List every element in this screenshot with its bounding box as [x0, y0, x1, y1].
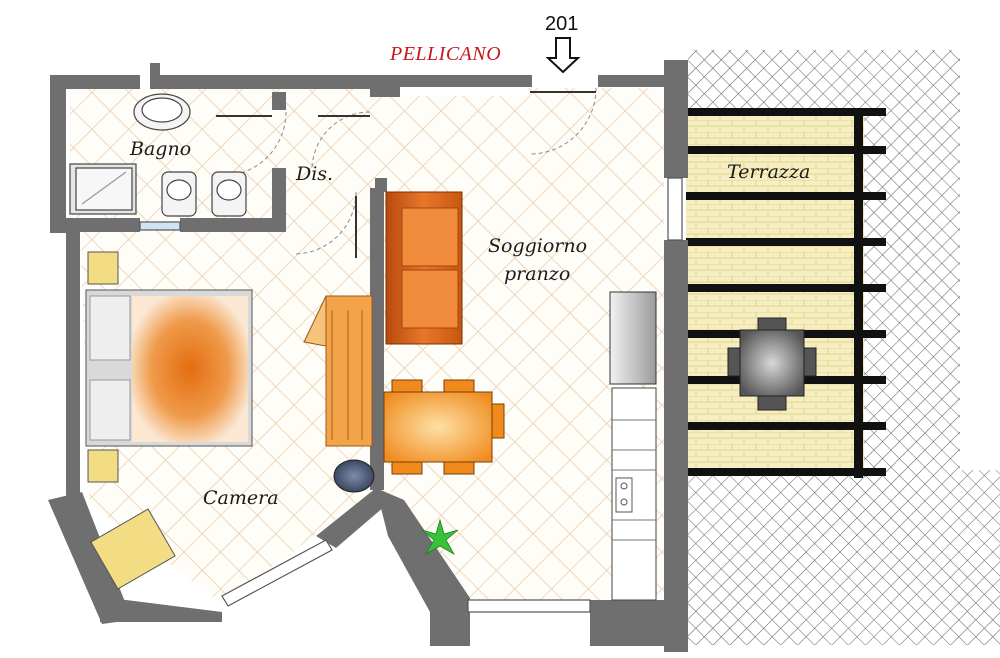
nightstand-top	[87, 251, 119, 285]
bed	[85, 289, 253, 447]
nightstand-bottom	[87, 449, 119, 483]
label-bedroom: Camera	[203, 487, 279, 509]
bathroom-fixtures	[69, 93, 247, 217]
label-terrace: Terrazza	[727, 161, 810, 183]
entrance-arrow-icon	[545, 37, 581, 74]
windows	[139, 177, 683, 613]
label-hallway: Dis.	[295, 163, 333, 185]
unit-number: 201	[545, 13, 578, 35]
kitchen	[609, 291, 657, 601]
label-living-2: pranzo	[504, 263, 570, 285]
armchair	[333, 459, 375, 493]
dining-table	[383, 379, 505, 475]
walls	[48, 60, 688, 652]
corner-desk	[90, 508, 176, 590]
building-name: PELLICANO	[389, 43, 501, 65]
door-leaves	[216, 91, 596, 258]
label-bathroom: Bagno	[129, 138, 191, 160]
plant-icon	[421, 518, 459, 556]
wardrobe	[303, 295, 373, 447]
sofa	[385, 191, 463, 345]
label-living-1: Soggiorno	[488, 235, 587, 257]
terrace-table	[727, 317, 817, 411]
